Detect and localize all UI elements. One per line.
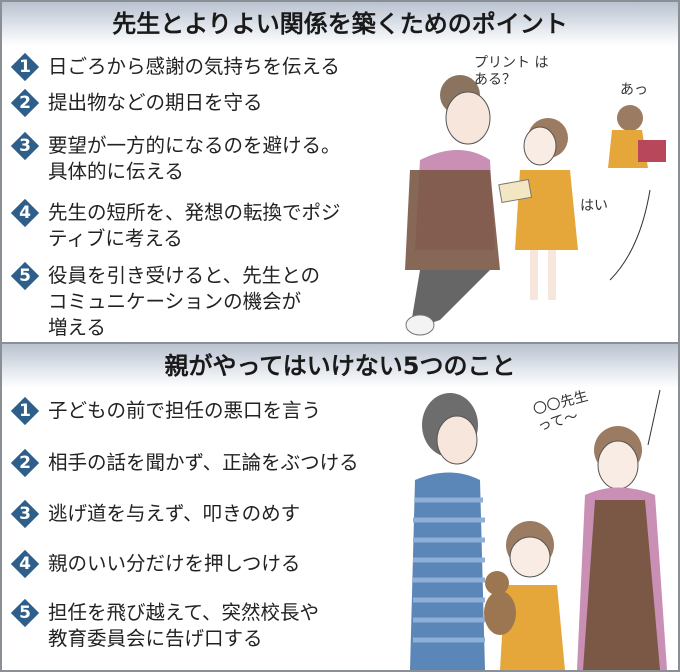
section-divider — [2, 342, 678, 344]
item-text: 担任を飛び越えて、突然校長や 教育委員会に告げ口する — [48, 601, 320, 650]
item-text: 相手の話を聞かず、正論をぶつける — [48, 451, 359, 474]
speech-mother: プリント は ある？ — [474, 55, 549, 88]
list-item: 3 要望が一方的になるのを避ける。 具体的に伝える — [10, 131, 341, 185]
list-item: 4 先生の短所を、発想の転換でポジ ティブに考える — [10, 198, 341, 252]
diamond-number-icon: 4 — [10, 549, 40, 579]
list-item: 5 担任を飛び越えて、突然校長や 教育委員会に告げ口する — [10, 598, 319, 652]
list-item: 4 親のいい分だけを押しつける — [10, 549, 300, 579]
list-item: 3 逃げ道を与えず、叩きのめす — [10, 499, 300, 529]
item-text: 子どもの前で担任の悪口を言う — [48, 399, 322, 422]
diamond-number-icon: 1 — [10, 396, 40, 426]
item-text: 日ごろから感謝の気持ちを伝える — [48, 55, 340, 78]
item-text: 親のいい分だけを押しつける — [48, 552, 301, 575]
list-item: 2 相手の話を聞かず、正論をぶつける — [10, 448, 359, 478]
diamond-number-icon: 4 — [10, 198, 40, 228]
speech-child: はい — [580, 198, 608, 214]
list-item: 2 提出物などの期日を守る — [10, 88, 263, 118]
section1-title: 先生とよりよい関係を築くためのポイント — [2, 2, 678, 46]
speech-child2: あっ — [620, 82, 648, 98]
item-text: 役員を引き受けると、先生との コミュニケーションの機会が 増える — [48, 264, 321, 339]
diamond-number-icon: 3 — [10, 499, 40, 529]
list-item: 1 日ごろから感謝の気持ちを伝える — [10, 52, 340, 82]
section2-title: 親がやってはいけない5つのこと — [2, 344, 678, 388]
list-item: 5 役員を引き受けると、先生との コミュニケーションの機会が 増える — [10, 261, 320, 341]
diamond-number-icon: 5 — [10, 261, 40, 291]
list-item: 1 子どもの前で担任の悪口を言う — [10, 396, 321, 426]
diamond-number-icon: 1 — [10, 52, 40, 82]
item-text: 逃げ道を与えず、叩きのめす — [48, 502, 301, 525]
illustration-mother-and-children — [405, 75, 666, 336]
diamond-number-icon: 3 — [10, 131, 40, 161]
item-text: 提出物などの期日を守る — [48, 91, 263, 114]
item-text: 要望が一方的になるのを避ける。 具体的に伝える — [48, 134, 341, 183]
diamond-number-icon: 2 — [10, 448, 40, 478]
illustration-parent-child-teacher — [410, 389, 667, 670]
item-text: 先生の短所を、発想の転換でポジ ティブに考える — [48, 201, 341, 250]
diamond-number-icon: 2 — [10, 88, 40, 118]
diamond-number-icon: 5 — [10, 598, 40, 628]
